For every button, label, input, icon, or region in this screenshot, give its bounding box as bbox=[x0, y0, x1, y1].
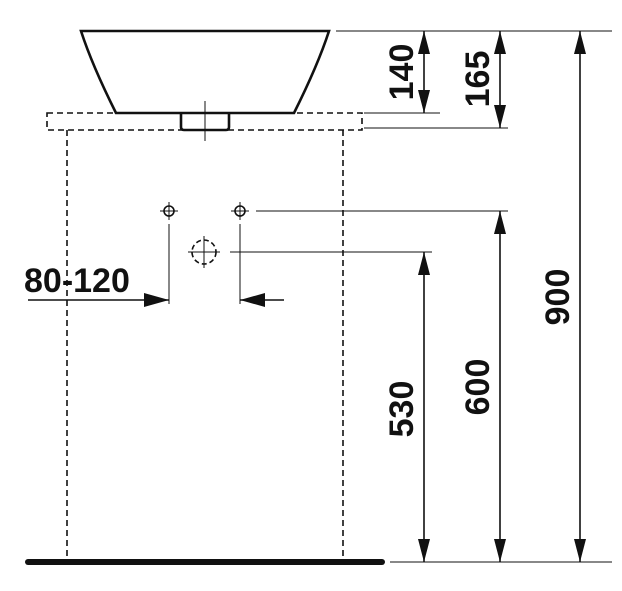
cabinet-outline bbox=[66, 130, 344, 557]
basin-with-top-height-label: 165 bbox=[459, 51, 497, 108]
waste-height-dimension bbox=[418, 252, 430, 562]
basin-height-label: 140 bbox=[383, 44, 421, 101]
tap-connection-right bbox=[231, 202, 249, 220]
tap-connection-height-dimension bbox=[494, 211, 506, 562]
basin-height-dimension bbox=[418, 31, 430, 113]
waste-connection bbox=[188, 236, 220, 268]
tap-spacing-label: 80-120 bbox=[24, 262, 130, 300]
total-height-dimension bbox=[574, 31, 586, 562]
total-height-label: 900 bbox=[539, 269, 577, 326]
basin-body bbox=[79, 29, 331, 115]
tap-spacing-dimension bbox=[28, 293, 284, 307]
countertop-outline bbox=[46, 112, 363, 131]
waste-height-label: 530 bbox=[383, 381, 421, 438]
basin-with-top-height-dimension bbox=[494, 31, 506, 128]
tap-connection-left bbox=[160, 202, 178, 220]
tap-connection-height-label: 600 bbox=[459, 359, 497, 416]
